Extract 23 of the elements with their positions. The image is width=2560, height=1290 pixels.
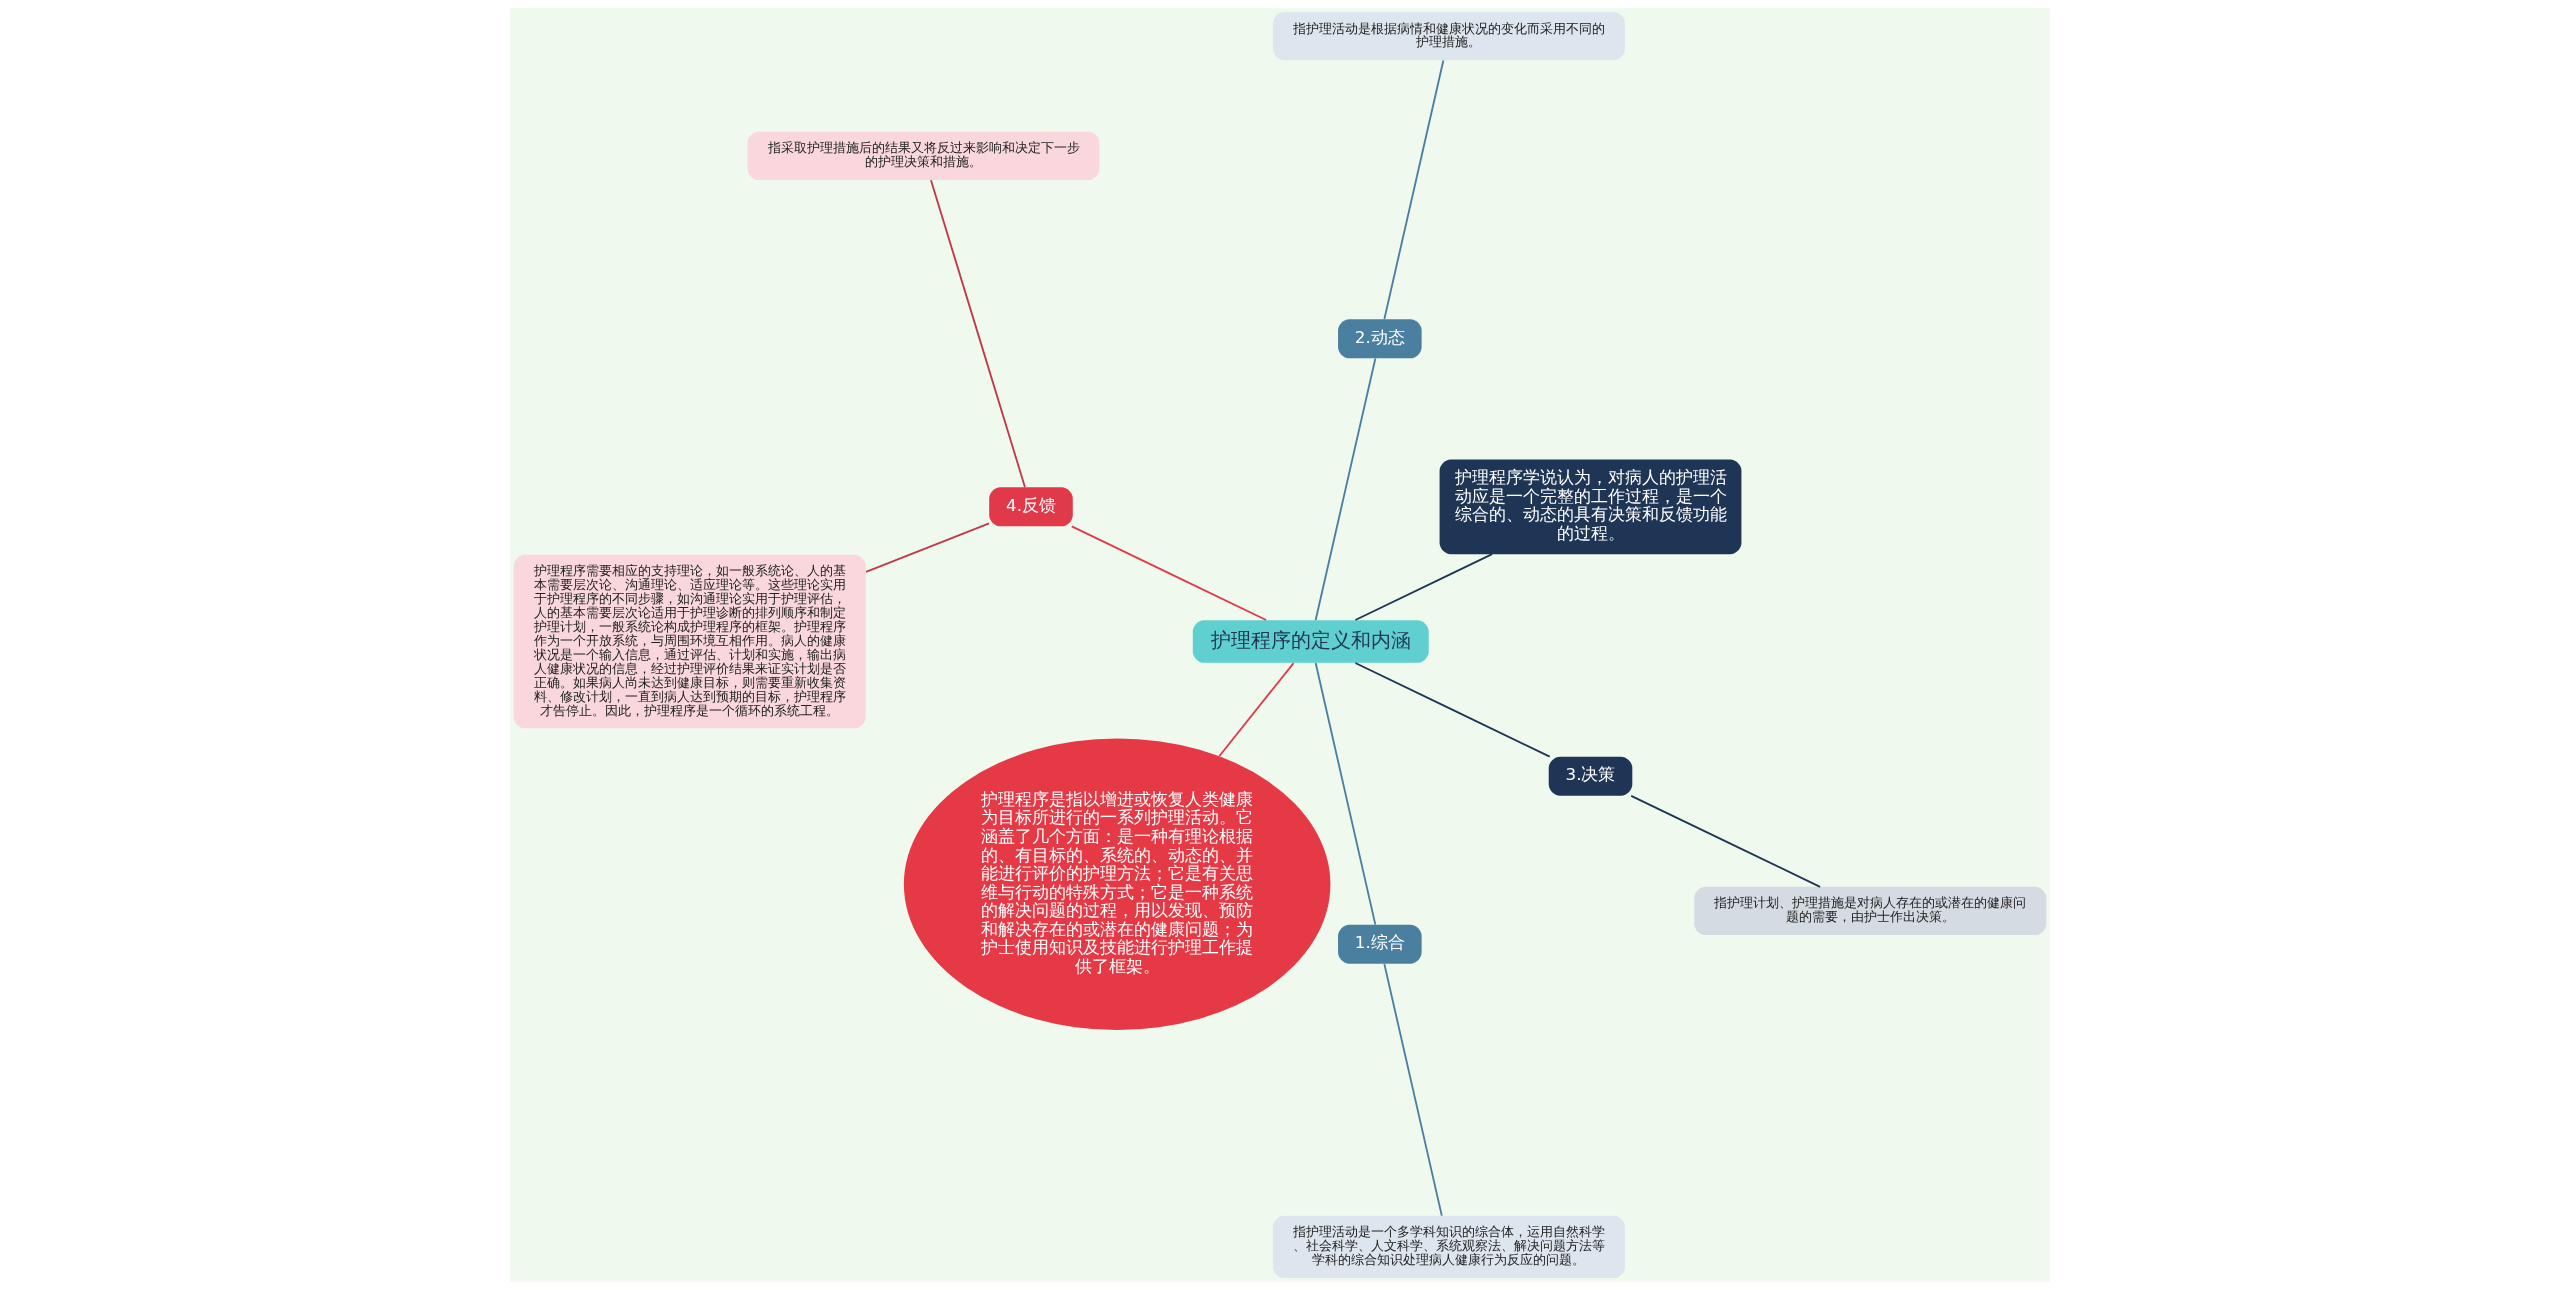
connector [1314, 357, 1377, 621]
node-box: 指护理活动是根据病情和健康状况的变化而采用不同的护理措施。 [1272, 11, 1625, 61]
node-box: 3.决策 [1548, 756, 1633, 796]
connector [1218, 662, 1295, 757]
node-box: 指采取护理措施后的结果又将反过来影响和决定下一步的护理决策和措施。 [747, 131, 1100, 181]
node-box: 1.综合 [1338, 924, 1422, 964]
node-box: 指护理活动是一个多学科知识的综合体，运用自然科学、社会科学、人文科学、系统观察法、解决问题方法等学科的综合知识处理病人健康行为反应的问题。 [1272, 1215, 1625, 1279]
node-box: 护理程序学说认为，对病人的护理活动应是一个完整的工作过程，是一个综合的、动态的具有决策和反馈功能的过程。 [1439, 459, 1742, 555]
node-box: 护理程序需要相应的支持理论，如一般系统论、人的基本需要层次论、沟通理论、适应理论等。这些理论实用于护理程序的不同步骤，如沟通理论实用于护理评估，人的基本需要层次论适用于护理诊断的排列顺序和制定护理计划，一般系统论构成护理程序的框架。护理程序作为一个开放系统，与周围环境互相作用。病人的健康状况是一个输入信息，通过评估、计划和实施，输出病人健康状况的信息，经过护理评价结果来证实计划是否正确。如果病人尚未达到健康目标，则需要重新收集资料、修改计划，一直到病人达到预期的目标，护理程序才告停止。因此，护理程序是一个循环的系统工程。 [513, 554, 866, 729]
connector [1354, 553, 1494, 621]
connector [1630, 794, 1821, 888]
connector [865, 522, 991, 573]
node-box: 指护理计划、护理措施是对病人存在的或潜在的健康问题的需要，由护士作出决策。 [1694, 886, 2047, 936]
node-box: 护理程序的定义和内涵 [1192, 620, 1429, 663]
node-box: 2.动态 [1338, 319, 1422, 359]
connector [1314, 662, 1377, 926]
connector [1383, 59, 1445, 320]
connector [1383, 963, 1443, 1217]
node-ellipse: 护理程序是指以增进或恢复人类健康为目标所进行的一系列护理活动。它涵盖了几个方面：是一种有理论根据的、有目标的、系统的、动态的、并能进行评价的护理方法；它是有关思维与行动的特殊方式；它是一种系统的解决问题的过程，用以发现、预防和解决存在的或潜在的健康问题；为护士使用知识及技能进行护理工作提供了框架。 [903, 738, 1331, 1031]
node-box: 4.反馈 [989, 487, 1073, 527]
connector [1354, 662, 1551, 758]
connector [930, 179, 1026, 489]
connector [1070, 525, 1268, 621]
